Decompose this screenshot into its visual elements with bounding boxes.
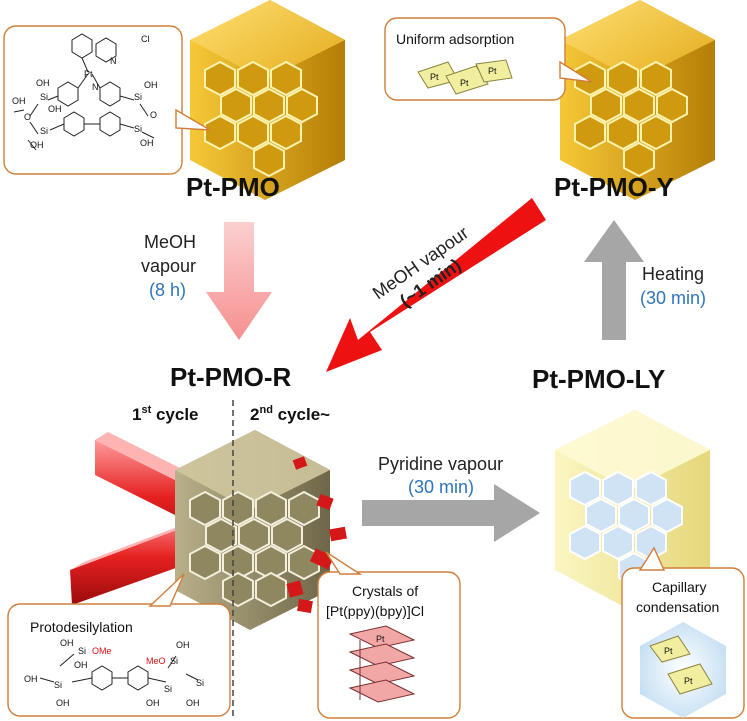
pt-pmo-structure [190, 0, 345, 200]
proto-si-5: Si [196, 678, 204, 688]
crystals-text-2: [Pt(ppy)(bpy)]Cl [326, 603, 424, 619]
flake-pt-3: Pt [488, 66, 497, 76]
first-cycle-label: 1st cycle [132, 404, 199, 424]
crystals-callout: Crystals of [Pt(ppy)(bpy)]Cl Pt [317, 551, 461, 719]
uniform-adsorption-text: Uniform adsorption [396, 31, 514, 47]
si-atom-2: Si [134, 92, 142, 102]
heating-arrow [584, 220, 644, 340]
capillary-text-2: condensation [636, 599, 719, 615]
protodesilylation-text: Protodesilylation [30, 619, 133, 635]
meoh-label-line1: MeOH [144, 232, 196, 252]
pyridine-label: Pyridine vapour [378, 454, 503, 474]
proto-meo: MeO [146, 656, 166, 666]
capillary-pt-2: Pt [684, 676, 693, 686]
proto-oh-2: OH [74, 660, 88, 670]
pt-pmo-ly-structure [555, 410, 710, 610]
proto-oh-6: OH [146, 698, 160, 708]
proto-oh-7: OH [186, 698, 200, 708]
pt-atom: Pt [84, 69, 93, 79]
flake-pt-2: Pt [460, 78, 469, 88]
proto-ome: OMe [92, 646, 112, 656]
pyridine-time: (30 min) [408, 477, 474, 497]
flake-pt-1: Pt [430, 72, 439, 82]
proto-oh-3: OH [24, 674, 38, 684]
stacked-pt-crystals: Pt [348, 625, 416, 703]
proto-si-4: Si [164, 684, 172, 694]
pt-pmo-r-label: Pt-PMO-R [170, 362, 292, 392]
crystals-text-1: Crystals of [352, 583, 418, 599]
pt-pmo-molecule-callout: Pt Cl N N Si Si Si Si OH OH OH OH OH OH … [3, 25, 211, 175]
heating-label: Heating [642, 264, 704, 284]
meoh-time: (8 h) [149, 280, 186, 300]
o-1: O [24, 112, 31, 122]
proto-si-3: Si [170, 656, 178, 666]
meoh-fast-arrow [326, 198, 546, 372]
oh-6: OH [12, 96, 26, 106]
heating-time: (30 min) [640, 288, 706, 308]
n-atom-1: N [110, 56, 117, 66]
si-atom-3: Si [40, 126, 48, 136]
pt-pmo-r-structure [175, 430, 330, 630]
oh-4: OH [30, 140, 44, 150]
si-atom-1: Si [40, 92, 48, 102]
small-red-crystals [286, 456, 348, 614]
second-cycle-label: 2nd cycle~ [250, 404, 330, 424]
capillary-pt-1: Pt [664, 646, 673, 656]
protodesilylation-callout: Protodesilylation Si OMe OH OH Si OH OH … [7, 573, 231, 717]
si-atom-4: Si [134, 124, 142, 134]
chloride: Cl [141, 34, 150, 44]
pt-complex-flakes: Pt Pt Pt [417, 59, 513, 95]
oh-2: OH [48, 104, 62, 114]
proto-si-2: Si [54, 680, 62, 690]
capillary-callout: Capillary condensation Pt Pt [621, 546, 745, 719]
o-2: O [150, 110, 157, 120]
n-atom-2: N [92, 82, 99, 92]
pt-pmo-label: Pt-PMO [186, 172, 280, 202]
meoh-label-line2: vapour [141, 256, 196, 276]
capillary-text-1: Capillary [652, 579, 706, 595]
pt-pmo-y-label: Pt-PMO-Y [554, 172, 674, 202]
crystal-pt-label: Pt [376, 634, 385, 644]
proto-si-1: Si [78, 646, 86, 656]
proto-oh-4: OH [56, 698, 70, 708]
oh-1: OH [36, 78, 50, 88]
pt-pmo-y-structure [560, 0, 715, 200]
proto-oh-5: OH [176, 640, 190, 650]
oh-5: OH [140, 138, 154, 148]
uniform-adsorption-callout: Uniform adsorption Pt Pt Pt [384, 17, 593, 101]
oh-3: OH [144, 80, 158, 90]
pyridine-arrow [362, 484, 540, 542]
pt-pmo-ly-label: Pt-PMO-LY [532, 364, 665, 394]
proto-oh-1: OH [60, 638, 74, 648]
meoh-slow-arrow [206, 222, 272, 340]
